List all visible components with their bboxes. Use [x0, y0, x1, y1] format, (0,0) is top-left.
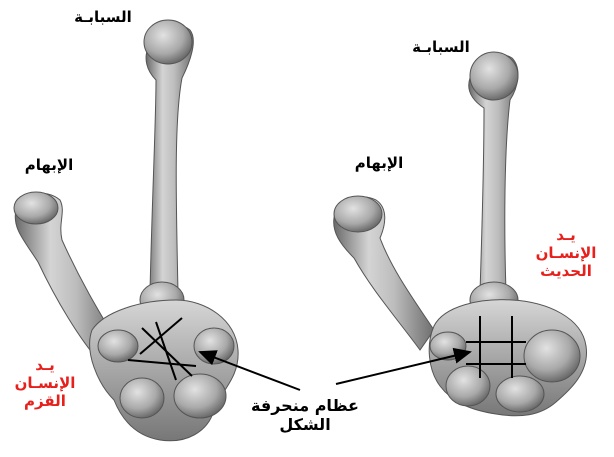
pointer-caption-line-2: الشكل [240, 415, 370, 434]
left-caption-line-3: القزم [6, 392, 84, 410]
left-hand-caption: يـد الإنسـان القزم [6, 356, 84, 410]
left-index-bone [146, 25, 193, 292]
left-carpals [90, 300, 238, 441]
right-caption-line-1: يـد [520, 226, 612, 244]
right-hand-caption: يـد الإنسـان الحديث [520, 226, 612, 280]
left-caption-line-1: يـد [6, 356, 84, 374]
pointer-caption: عظام منحرفة الشكل [240, 396, 370, 434]
left-caption-line-2: الإنسـان [6, 374, 84, 392]
right-caption-line-2: الإنسـان [520, 244, 612, 262]
right-thumb-label: الإبهام [344, 154, 414, 172]
pointer-caption-line-1: عظام منحرفة [240, 396, 370, 415]
left-index-label: السبابـة [58, 8, 148, 26]
right-index-head [470, 52, 518, 100]
right-caption-line-3: الحديث [520, 262, 612, 280]
left-index-head [144, 20, 192, 64]
left-thumb-label: الإبهام [14, 156, 84, 174]
right-index-label: السبابـة [396, 38, 486, 56]
